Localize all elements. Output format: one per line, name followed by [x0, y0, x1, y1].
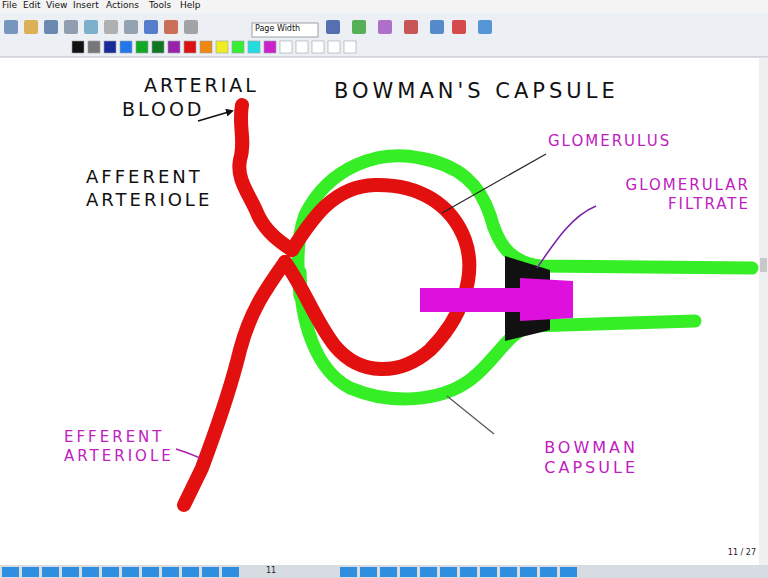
- page-number: 11: [266, 566, 276, 576]
- part-label: AFFERENT ARTERIOLE: [86, 166, 246, 211]
- status-segment: [460, 567, 477, 577]
- toolbar-icon: [4, 20, 18, 34]
- efferent-arteriole: [184, 262, 285, 505]
- status-bar: [0, 565, 768, 578]
- status-segment: [42, 567, 59, 577]
- afferent-arteriole: [239, 105, 292, 250]
- color-swatch: [120, 41, 132, 53]
- status-segment: [142, 567, 159, 577]
- toolbar-icon: [64, 20, 78, 34]
- toolbar-icon: [352, 20, 366, 34]
- toolbar-icon: [326, 20, 340, 34]
- scrollbar: [759, 58, 768, 565]
- color-swatch: [152, 41, 164, 53]
- color-swatch: [200, 41, 212, 53]
- menu-bar: [0, 0, 768, 13]
- part-label: GLOMERULUS: [548, 132, 671, 151]
- color-swatch: [104, 41, 116, 53]
- color-swatch: [88, 41, 100, 53]
- toolbar-icon: [124, 20, 138, 34]
- color-swatch: [344, 41, 356, 53]
- status-segment: [540, 567, 557, 577]
- toolbar-icon: [84, 20, 98, 34]
- part-label: EFFERENT ARTERIOLE: [64, 428, 194, 466]
- menu-item: Edit: [23, 0, 40, 11]
- color-swatch: [264, 41, 276, 53]
- menu-item: View: [46, 0, 67, 11]
- color-swatch: [184, 41, 196, 53]
- toolbar-icon: [144, 20, 158, 34]
- toolbar-icons: [4, 20, 492, 34]
- part-label: ARTERIAL BLOOD: [122, 74, 272, 122]
- toolbar-icon: [24, 20, 38, 34]
- status-segment: [440, 567, 457, 577]
- status-segment: [62, 567, 79, 577]
- toolbar-icon: [164, 20, 178, 34]
- toolbar-icon: [184, 20, 198, 34]
- color-swatch: [280, 41, 292, 53]
- toolbar-icon: [478, 20, 492, 34]
- scrollbar-thumb: [760, 258, 767, 272]
- menu-item: File: [2, 0, 17, 11]
- status-segment: [360, 567, 377, 577]
- toolbar-border: [0, 57, 768, 58]
- color-swatch: [216, 41, 228, 53]
- toolbar-icon: [44, 20, 58, 34]
- status-segment: [500, 567, 517, 577]
- toolbar-icon: [404, 20, 418, 34]
- filtrate-arrow: [420, 278, 573, 321]
- color-swatch: [328, 41, 340, 53]
- leader-line: [442, 154, 546, 213]
- color-swatch: [312, 41, 324, 53]
- menu-item: Tools: [149, 0, 171, 11]
- status-segment: [400, 567, 417, 577]
- status-segment: [162, 567, 179, 577]
- leader-line: [447, 396, 494, 434]
- status-segment: [122, 567, 139, 577]
- toolbar-icon: [452, 20, 466, 34]
- part-label: GLOMERULAR FILTRATE: [598, 176, 750, 214]
- toolbar: [0, 13, 768, 57]
- part-label: BOWMAN CAPSULE: [498, 438, 638, 478]
- page-counter: 11 / 27: [728, 548, 756, 558]
- status-segment: [340, 567, 357, 577]
- capsule-wall-inner: [300, 272, 695, 399]
- status-segment: [560, 567, 577, 577]
- zoom-dropdown: [252, 23, 318, 37]
- status-segments: [2, 567, 577, 577]
- status-segment: [202, 567, 219, 577]
- toolbar-icon: [430, 20, 444, 34]
- color-swatch: [72, 41, 84, 53]
- menu-item: Insert: [73, 0, 99, 11]
- leader-line: [176, 449, 200, 458]
- menu-item: Actions: [106, 0, 139, 11]
- glomerulus-loop: [285, 185, 469, 369]
- status-segment: [222, 567, 239, 577]
- menu-item: Help: [180, 0, 201, 11]
- zoom-value: Page Width: [255, 24, 300, 34]
- status-segment: [182, 567, 199, 577]
- status-segment: [102, 567, 119, 577]
- color-swatch: [248, 41, 260, 53]
- toolbar-icon: [378, 20, 392, 34]
- toolbar-icon: [104, 20, 118, 34]
- status-segment: [420, 567, 437, 577]
- status-segment: [82, 567, 99, 577]
- leader-line: [537, 206, 596, 268]
- status-segment: [520, 567, 537, 577]
- toolbar-colors: [72, 41, 356, 53]
- color-swatch: [232, 41, 244, 53]
- color-swatch: [296, 41, 308, 53]
- status-segment: [2, 567, 19, 577]
- color-swatch: [136, 41, 148, 53]
- diagram-title: BOWMAN'S CAPSULE: [334, 78, 619, 104]
- status-segment: [380, 567, 397, 577]
- status-segment: [480, 567, 497, 577]
- status-segment: [22, 567, 39, 577]
- color-swatch: [168, 41, 180, 53]
